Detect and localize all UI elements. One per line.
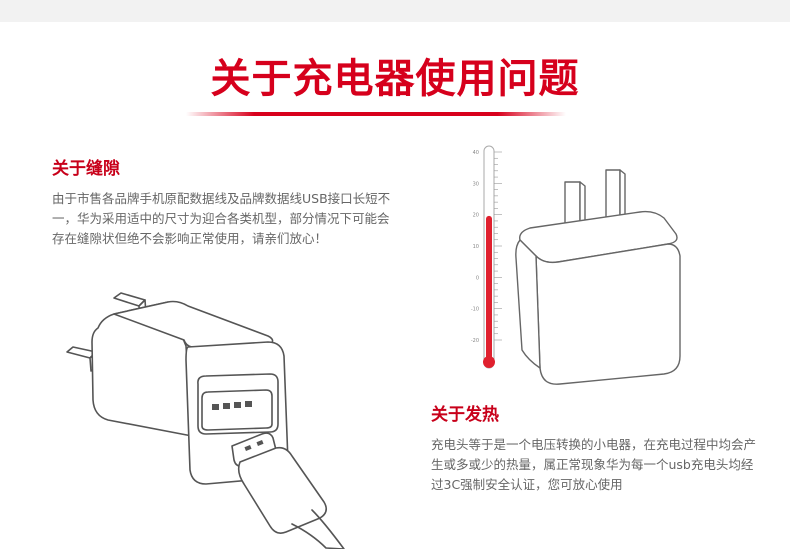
- thermometer-mercury: [486, 215, 492, 362]
- thermometer-scale: 40 30 20 10 0 -10 -20: [471, 150, 502, 344]
- usb-pin: [223, 403, 230, 409]
- heat-section-title: 关于发热: [431, 405, 499, 425]
- gap-section-body: 由于市售各品牌手机原配数据线及品牌数据线USB接口长短不一，华为采用适中的尺寸为…: [52, 191, 391, 246]
- title-underline: [186, 112, 566, 116]
- top-strip: [0, 0, 790, 22]
- thermometer-tick-label: 10: [473, 244, 479, 250]
- heat-section-body: 充电头等于是一个电压转换的小电器，在充电过程中均会产生或多或少的热量，属正常现象…: [431, 437, 757, 492]
- usb-plug-slot: [256, 440, 264, 446]
- charger-side-face: [91, 301, 193, 437]
- page-title: 关于充电器使用问题: [210, 56, 580, 102]
- charger-top-face: [113, 300, 274, 348]
- thermometer-tick-label: 20: [473, 213, 479, 219]
- charger-side-face: [515, 239, 541, 369]
- usb-pin: [245, 401, 252, 407]
- thermometer-bulb: [483, 356, 495, 368]
- thermometer-tick-label: 30: [473, 181, 479, 187]
- charger-front-face: [535, 243, 681, 385]
- usb-port-opening: [201, 389, 273, 431]
- thermometer-tick-label: 40: [473, 150, 479, 156]
- thermometer-tick-label: 0: [476, 275, 479, 281]
- thermometer-tick-label: -10: [471, 307, 479, 313]
- usb-plug-slot: [244, 445, 252, 451]
- thermometer-tick-label: -20: [471, 338, 479, 344]
- usb-pin: [234, 402, 241, 408]
- usb-pin: [212, 404, 219, 410]
- gap-section-title: 关于缝隙: [52, 159, 120, 179]
